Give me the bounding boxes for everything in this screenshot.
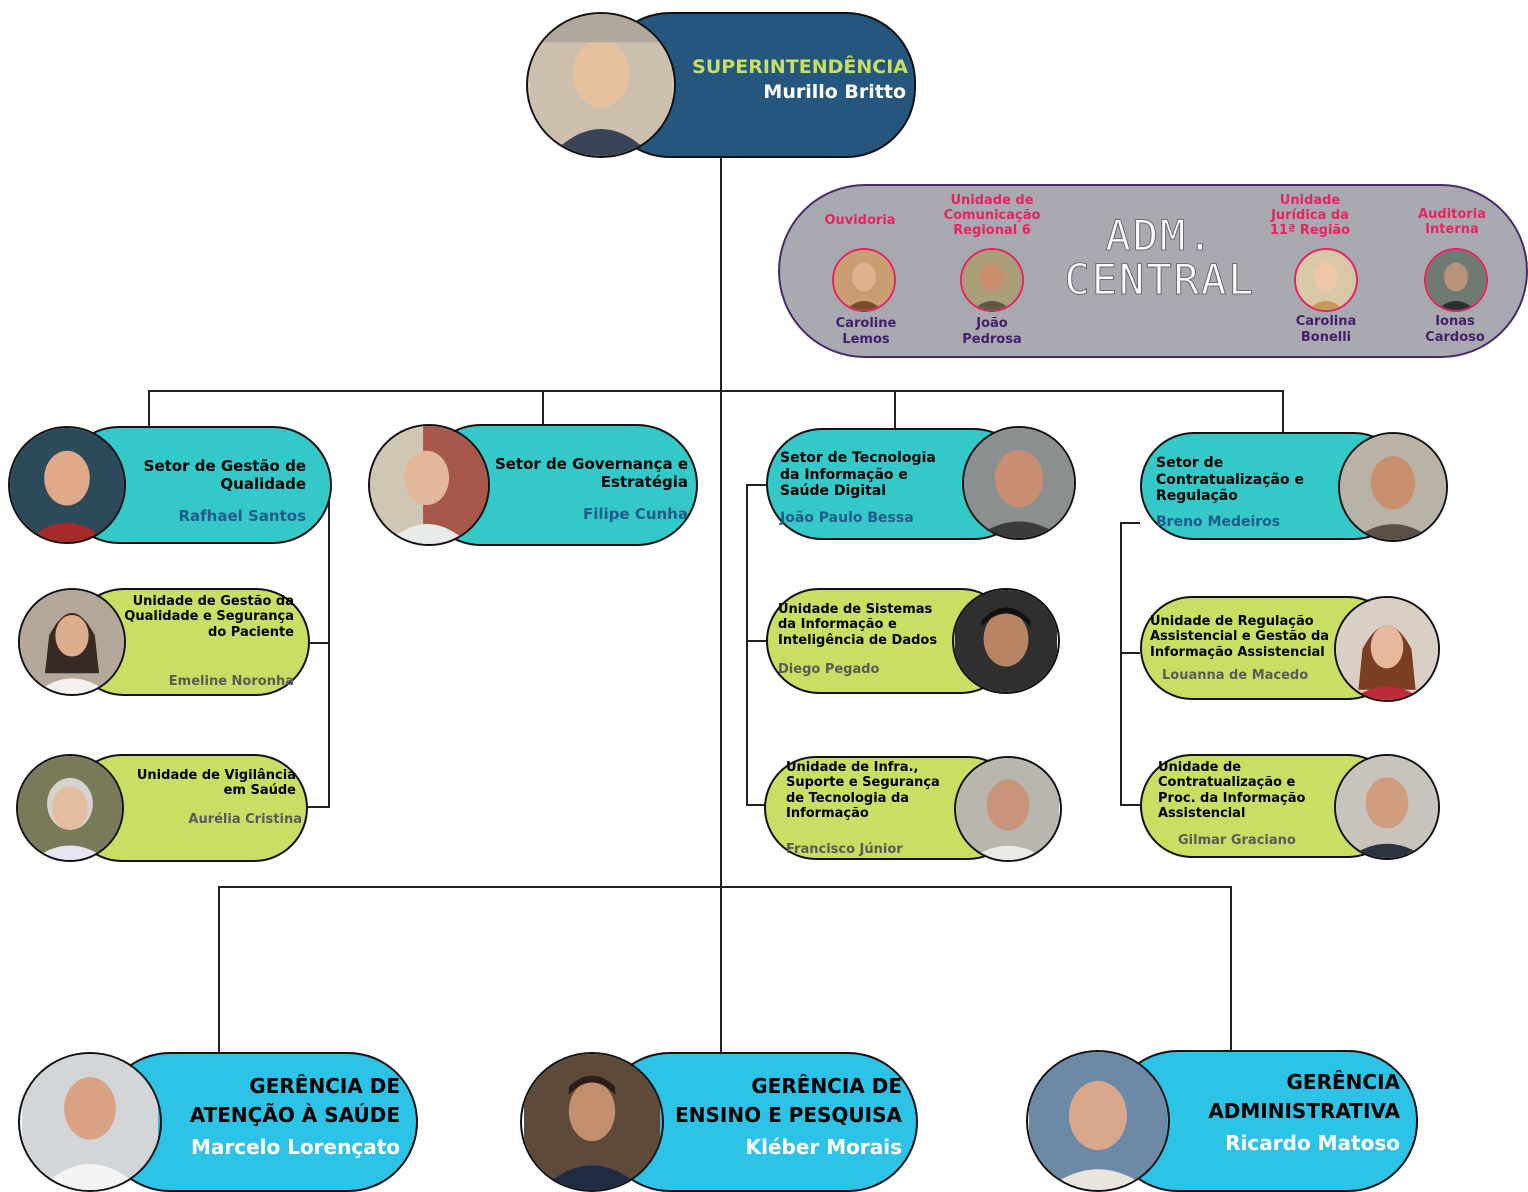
unidade-sistemas-photo	[952, 588, 1060, 694]
superintendencia-title: SUPERINTENDÊNCIA	[692, 56, 908, 78]
gerencia-ensino-name: Kléber Morais	[745, 1135, 902, 1159]
setor-gestao-qualidade-name: Rafhael Santos	[178, 507, 306, 525]
unidade-contratualizacao-photo	[1334, 754, 1440, 860]
adm-role-juridica: Unidade Jurídica da 11ª Região	[1269, 193, 1351, 238]
unidade-seguranca-paciente-name: Emeline Noronha	[168, 674, 294, 689]
setor-ti-name: João Paulo Bessa	[780, 510, 914, 526]
bracket-gq-mid	[296, 642, 330, 644]
setores-bus-line	[148, 390, 1284, 392]
unidade-infra-title: Unidade de Infra., Suporte e Segurança d…	[786, 760, 940, 821]
gerencia-atencao-name: Marcelo Lorençato	[190, 1135, 400, 1159]
unidade-sistemas-title: Unidade de Sistemas da Informação e Inte…	[778, 602, 938, 648]
adm-photo-comunicacao	[960, 248, 1024, 312]
adm-central-panel	[778, 184, 1528, 358]
bracket-ti-bottom	[746, 804, 766, 806]
unidade-infra-name: Francisco Júnior	[786, 842, 903, 857]
adm-role-comunicacao: Unidade de Comunicação Regional 6	[943, 193, 1041, 238]
unidade-regulacao-photo	[1334, 596, 1440, 702]
drop-setor-1	[148, 390, 150, 426]
adm-role-auditoria: Auditoria Interna	[1418, 207, 1486, 237]
drop-setor-3	[894, 390, 896, 428]
drop-setor-4	[1282, 390, 1284, 432]
setor-ti-photo	[962, 426, 1076, 540]
bracket-cr-vertical	[1120, 522, 1122, 806]
setor-contratualizacao-photo	[1338, 432, 1448, 542]
drop-setor-2	[542, 390, 544, 424]
adm-title-line1: ADM.	[1105, 211, 1215, 260]
drop-gerencia-1	[218, 886, 220, 1054]
unidade-infra-photo	[954, 756, 1062, 862]
unidade-vigilancia-title: Unidade de Vigilância em Saúde	[136, 768, 296, 799]
bracket-gq-bottom	[296, 806, 330, 808]
gerencia-ensino-title: GERÊNCIA DE ENSINO E PESQUISA	[675, 1074, 902, 1127]
unidade-vigilancia-name: Aurélia Cristina	[188, 812, 302, 827]
adm-role-ouvidoria: Ouvidoria	[824, 213, 896, 228]
gerencia-atencao-title: GERÊNCIA DE ATENÇÃO À SAÚDE	[189, 1074, 400, 1127]
bracket-ti-top	[746, 484, 766, 486]
adm-title-line2: CENTRAL	[1064, 255, 1256, 305]
gerencia-atencao-photo	[18, 1052, 162, 1192]
trunk-line	[720, 157, 722, 1057]
unidade-seguranca-paciente-title: Unidade de Gestão da Qualidade e Seguran…	[124, 594, 294, 640]
gerencia-ensino-photo	[520, 1052, 664, 1192]
adm-name-ouvidoria: Caroline Lemos	[835, 316, 897, 347]
setor-governanca-name: Filipe Cunha	[583, 505, 688, 523]
unidade-contratualizacao-name: Gilmar Graciano	[1178, 833, 1296, 848]
superintendente-name: Murillo Britto	[763, 81, 906, 103]
unidade-seguranca-paciente-photo	[18, 588, 126, 696]
setor-gestao-qualidade-title: Setor de Gestão de Qualidade	[143, 457, 306, 493]
setor-contratualizacao-title: Setor de Contratualização e Regulação	[1156, 455, 1304, 505]
gerencias-bus-line	[218, 886, 1232, 888]
adm-central-title: ADM. CENTRAL	[1040, 211, 1280, 305]
gerencia-administrativa-title: GERÊNCIA ADMINISTRATIVA	[1208, 1070, 1400, 1123]
unidade-vigilancia-photo	[16, 754, 124, 862]
setor-gestao-qualidade-photo	[8, 426, 126, 544]
adm-photo-juridica	[1294, 248, 1358, 312]
gerencia-administrativa-photo	[1026, 1050, 1170, 1192]
setor-governanca-title: Setor de Governança e Estratégia	[494, 455, 688, 491]
gerencia-administrativa-name: Ricardo Matoso	[1225, 1131, 1400, 1155]
drop-gerencia-3	[1230, 886, 1232, 1054]
unidade-sistemas-name: Diego Pegado	[778, 662, 880, 677]
adm-name-juridica: Carolina Bonelli	[1295, 314, 1357, 345]
bracket-ti-vertical	[746, 484, 748, 806]
superintendente-photo	[526, 12, 676, 158]
unidade-contratualizacao-title: Unidade de Contratualização e Proc. da I…	[1158, 760, 1306, 821]
adm-name-comunicacao: João Pedrosa	[962, 316, 1022, 347]
adm-photo-ouvidoria	[832, 248, 896, 312]
setor-contratualizacao-name: Breno Medeiros	[1156, 514, 1281, 530]
bracket-ti-mid	[746, 640, 766, 642]
bracket-cr-mid	[1120, 652, 1140, 654]
adm-photo-auditoria	[1424, 248, 1488, 312]
bracket-cr-bottom	[1120, 804, 1140, 806]
unidade-regulacao-name: Louanna de Macedo	[1162, 668, 1309, 683]
setor-governanca-photo	[368, 424, 490, 546]
setor-ti-title: Setor de Tecnologia da Informação e Saúd…	[780, 450, 936, 500]
bracket-cr-top	[1120, 522, 1140, 524]
unidade-regulacao-title: Unidade de Regulação Assistencial e Gest…	[1150, 614, 1330, 660]
bracket-gq-vertical	[328, 488, 330, 808]
adm-name-auditoria: Ionas Cardoso	[1425, 314, 1485, 345]
